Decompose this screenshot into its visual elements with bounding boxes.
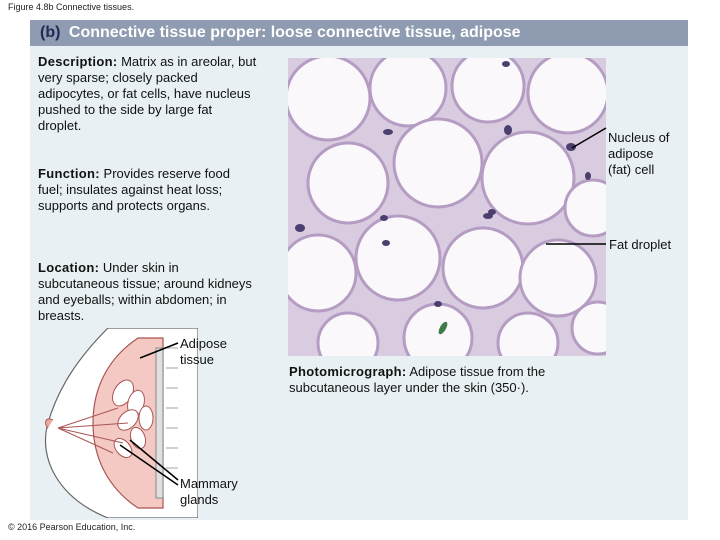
label-nucleus: Nucleus of adipose (fat) cell (608, 130, 669, 178)
title-bar: (b) Connective tissue proper: loose conn… (30, 20, 688, 46)
page-title: Connective tissue proper: loose connecti… (68, 24, 521, 41)
label-nucleus-line-3: (fat) cell (608, 162, 655, 177)
location-block: Location: Under skin in subcutaneous tis… (38, 260, 253, 324)
location-text: Under skin in subcutaneous tissue; aroun… (38, 260, 252, 323)
description-heading: Description: (38, 54, 118, 69)
function-block: Function: Provides reserve food fuel; in… (38, 166, 248, 214)
photomicrograph (288, 58, 606, 356)
label-fat-droplet: Fat droplet (609, 237, 672, 252)
title-part: (b) (40, 24, 61, 41)
label-adipose-line-1: Adipose (180, 336, 227, 351)
label-mammary-glands: Mammary glands (180, 476, 238, 508)
location-heading: Location: (38, 260, 100, 275)
description-text: Matrix as in areolar, but very sparse; c… (38, 54, 257, 133)
photo-caption: Photomicrograph: Adipose tissue from the… (289, 364, 619, 396)
label-mammary-line-1: Mammary (180, 476, 238, 491)
photo-caption-text: Adipose tissue from the subcutaneous lay… (289, 364, 546, 395)
breast-illustration (38, 327, 199, 519)
label-mammary-line-2: glands (180, 492, 219, 507)
adipose-tissue-image (288, 58, 606, 356)
label-nucleus-line-2: adipose (608, 146, 654, 161)
figure-caption: Figure 4.8b Connective tissues. (8, 2, 135, 12)
description-block: Description: Matrix as in areolar, but v… (38, 54, 258, 134)
function-heading: Function: (38, 166, 100, 181)
function-text: Provides reserve food fuel; insulates ag… (38, 166, 230, 213)
copyright: © 2016 Pearson Education, Inc. (8, 522, 136, 532)
label-adipose-tissue: Adipose tissue (180, 336, 227, 368)
photo-caption-heading: Photomicrograph: (289, 364, 407, 379)
label-nucleus-line-1: Nucleus of (608, 130, 670, 145)
label-adipose-line-2: tissue (180, 352, 214, 367)
breast-diagram (44, 327, 199, 519)
